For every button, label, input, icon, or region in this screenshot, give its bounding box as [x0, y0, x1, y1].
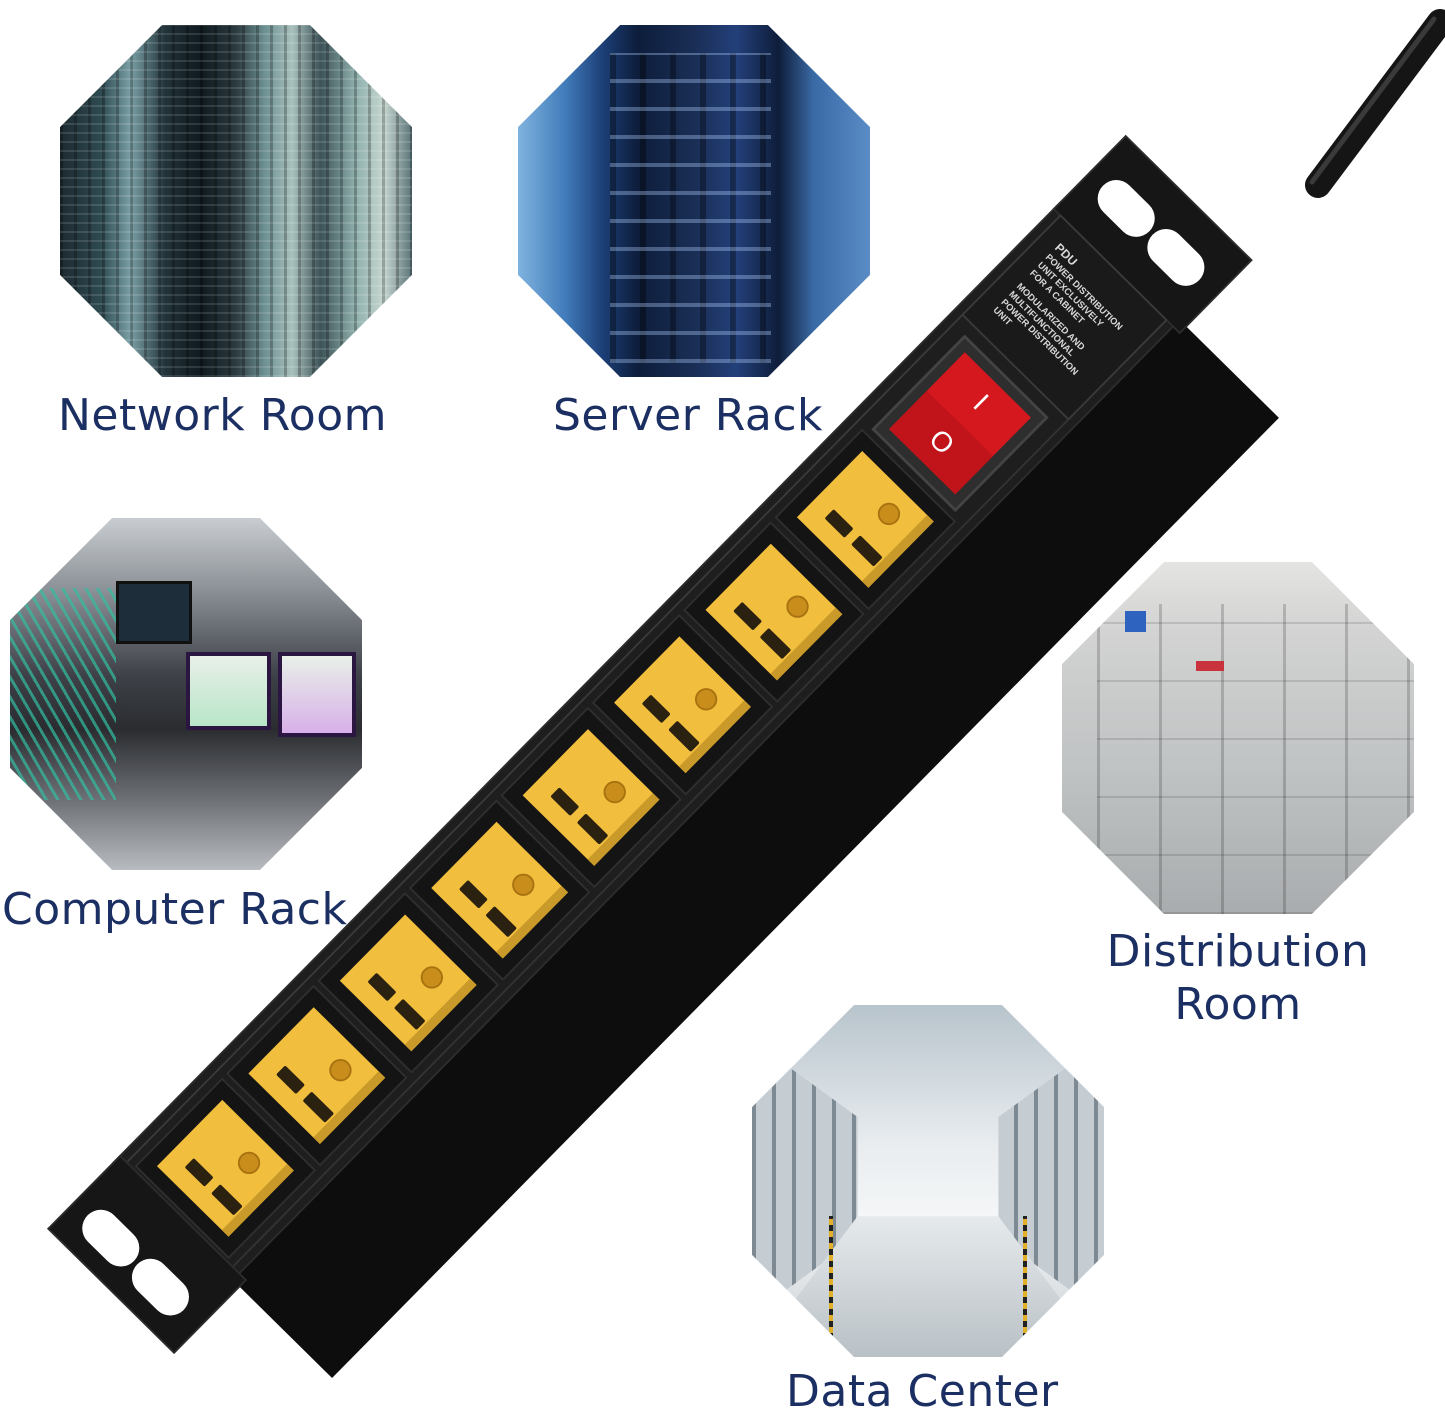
- outlet-row: [134, 428, 957, 1260]
- laptop-screen-right: [277, 651, 356, 738]
- laptop-screen-left: [186, 651, 272, 731]
- outlet-icon: [408, 799, 591, 981]
- bracket-hole-icon: [1147, 229, 1205, 286]
- data-center-caption: Data Center: [786, 1366, 1059, 1417]
- pdu-side-face: [232, 319, 1279, 1378]
- pdu-label-panel: PDU POWER DISTRIBUTION UNIT EXCLUSIVELY …: [961, 214, 1168, 421]
- safety-line-left: [829, 1216, 834, 1357]
- power-cable-highlight: [1309, 16, 1437, 185]
- switchgear-cabinets: [1097, 604, 1414, 914]
- rack-cables-texture: [60, 25, 412, 377]
- distribution-room-photo: [1062, 562, 1414, 914]
- bracket-hole-icon: [1097, 180, 1155, 237]
- top-mounting-bracket: [1052, 134, 1253, 335]
- power-cable: [1305, 9, 1445, 198]
- network-room-caption: Network Room: [58, 390, 387, 441]
- bracket-hole-icon: [131, 1258, 189, 1316]
- data-center-photo: [752, 1005, 1104, 1357]
- outlet-icon: [774, 428, 957, 611]
- server-rack-photo: [518, 25, 870, 377]
- distribution-caption-line1: Distribution: [1106, 926, 1370, 977]
- red-indicator: [1195, 660, 1224, 672]
- distribution-caption-line2: Room: [1174, 978, 1302, 1030]
- server-fans-texture: [609, 53, 772, 363]
- server-rack-caption: Server Rack: [553, 390, 824, 441]
- computer-rack-photo: [10, 518, 362, 870]
- outlet-icon: [226, 984, 408, 1167]
- control-panel-indicator: [1125, 611, 1147, 633]
- outlet-icon: [500, 706, 682, 889]
- cable-bundle: [10, 588, 116, 800]
- network-room-photo: [60, 25, 412, 377]
- power-switch[interactable]: O I: [871, 334, 1049, 513]
- monitor-screen: [115, 581, 192, 644]
- outlet-icon: [134, 1077, 317, 1260]
- outlet-icon: [683, 521, 865, 703]
- bracket-hole-icon: [82, 1209, 140, 1267]
- outlet-icon: [591, 614, 774, 796]
- safety-line-right: [1022, 1216, 1027, 1357]
- outlet-icon: [317, 892, 499, 1074]
- computer-rack-caption: Computer Rack: [2, 884, 348, 935]
- bottom-mounting-bracket: [46, 1154, 248, 1355]
- distribution-room-caption: Distribution Room: [1098, 926, 1378, 1032]
